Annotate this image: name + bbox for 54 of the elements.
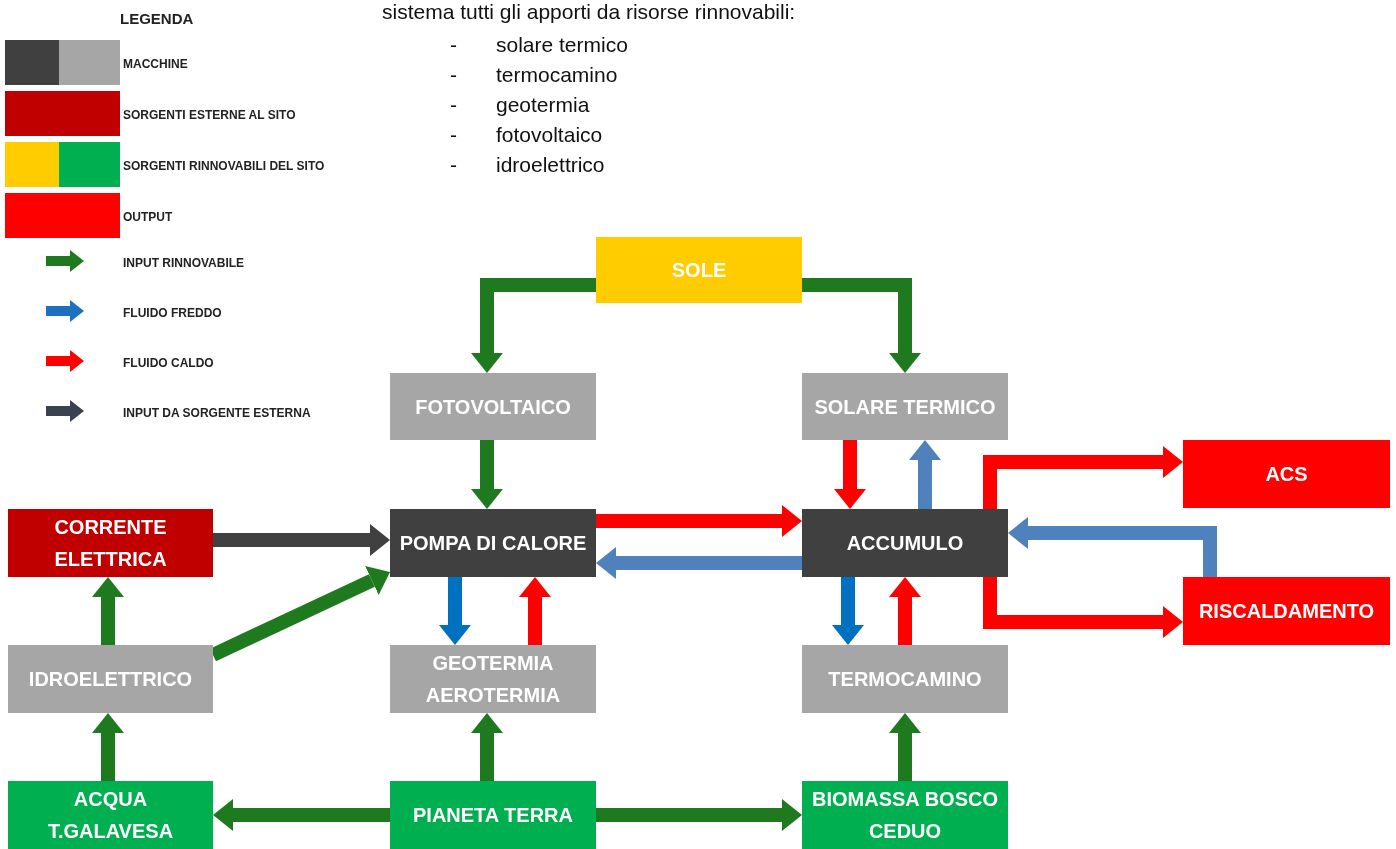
- process-box: TERMOCAMINO: [802, 645, 1008, 713]
- arrow: [439, 577, 471, 645]
- legend-label: OUTPUT: [123, 209, 173, 226]
- process-box: ACS: [1183, 440, 1390, 508]
- arrow: [832, 577, 864, 645]
- list-dash: -: [450, 33, 457, 57]
- process-box: PIANETA TERRA: [390, 781, 596, 849]
- arrow: [92, 713, 124, 781]
- arrow: [802, 278, 921, 373]
- arrow: [909, 440, 941, 509]
- process-box: FOTOVOLTAICO: [390, 373, 596, 440]
- list-dash: -: [450, 63, 457, 87]
- process-box: SOLE: [596, 237, 802, 303]
- legend-label: SORGENTI ESTERNE AL SITO: [123, 107, 296, 124]
- process-box: RISCALDAMENTO: [1183, 577, 1390, 645]
- process-box: SOLARE TERMICO: [802, 373, 1008, 440]
- arrow: [889, 577, 921, 645]
- arrow: [596, 505, 802, 537]
- legend-label: FLUIDO CALDO: [123, 355, 214, 372]
- arrow: [596, 547, 802, 579]
- list-dash: -: [450, 123, 457, 147]
- arrow: [983, 577, 1183, 638]
- process-box: ACQUA T.GALAVESA: [8, 781, 213, 849]
- arrow: [92, 577, 124, 645]
- list-item: solare termico: [496, 33, 628, 57]
- process-box: CORRENTE ELETTRICA: [8, 509, 213, 577]
- legend-label: SORGENTI RINNOVABILI DEL SITO: [123, 158, 325, 175]
- arrow: [213, 799, 390, 831]
- arrow: [471, 278, 596, 373]
- list-dash: -: [450, 153, 457, 177]
- arrow: [596, 799, 802, 831]
- process-box: BIOMASSA BOSCO CEDUO: [802, 781, 1008, 849]
- arrow: [471, 713, 503, 781]
- process-box: ACCUMULO: [802, 509, 1008, 577]
- legend-title: LEGENDA: [120, 9, 194, 29]
- list-dash: -: [450, 93, 457, 117]
- arrow: [519, 577, 551, 645]
- arrow: [889, 713, 921, 781]
- process-box: IDROELETTRICO: [8, 645, 213, 713]
- list-item: idroelettrico: [496, 153, 605, 177]
- arrow: [471, 440, 503, 509]
- process-box: GEOTERMIA AEROTERMIA: [390, 645, 596, 713]
- legend-label: INPUT DA SORGENTE ESTERNA: [123, 405, 311, 422]
- list-item: fotovoltaico: [496, 123, 603, 147]
- arrow: [213, 524, 390, 556]
- list-item: geotermia: [496, 93, 590, 117]
- list-item: termocamino: [496, 63, 618, 87]
- arrow: [1008, 517, 1217, 577]
- arrow: [834, 440, 866, 509]
- legend-label: INPUT RINNOVABILE: [123, 255, 245, 272]
- legend-label: MACCHINE: [123, 56, 188, 73]
- process-box: POMPA DI CALORE: [390, 509, 596, 577]
- note-text: sistema tutti gli apporti da risorse rinnovabili:: [382, 0, 796, 24]
- legend-label: FLUIDO FREDDO: [123, 305, 222, 322]
